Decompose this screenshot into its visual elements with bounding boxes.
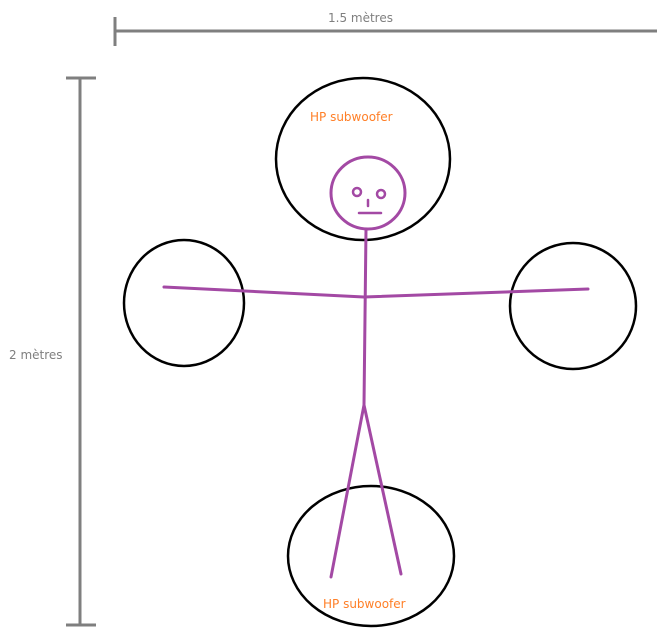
speaker-bottom-label: HP subwoofer [323, 597, 406, 611]
height-dimension-label: 2 mètres [9, 348, 63, 362]
speaker-top-label: HP subwoofer [310, 110, 393, 124]
figure-body [364, 229, 366, 405]
speaker-left [124, 240, 244, 366]
width-dimension: 1.5 mètres [115, 11, 657, 46]
figure-head [331, 157, 405, 229]
figure-arm-right [364, 289, 588, 297]
width-dimension-label: 1.5 mètres [328, 11, 393, 25]
stick-figure [164, 157, 588, 577]
figure-arm-left [164, 287, 364, 297]
speaker-right [510, 243, 636, 369]
height-dimension: 2 mètres [9, 78, 96, 625]
speaker-top [276, 78, 450, 240]
figure-left-eye [353, 188, 361, 196]
figure-right-eye [377, 190, 385, 198]
